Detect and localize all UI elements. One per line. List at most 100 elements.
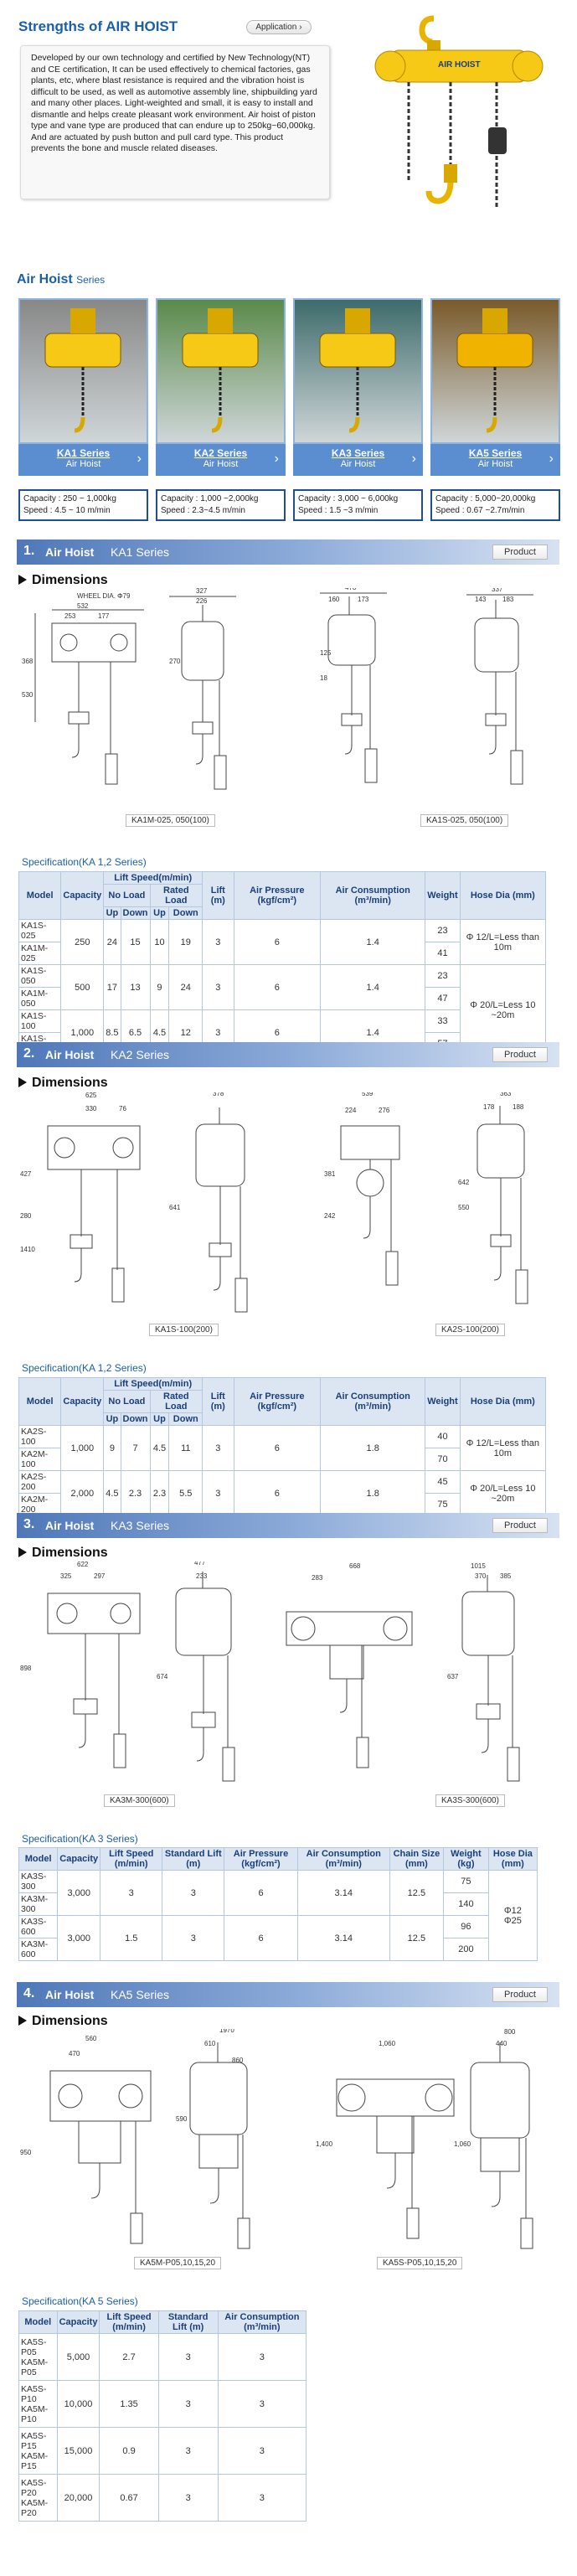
svg-text:280: 280 xyxy=(20,1212,32,1220)
table-cell: 6 xyxy=(233,919,322,965)
svg-text:560: 560 xyxy=(85,2035,97,2042)
table-cell: 40 xyxy=(425,1425,461,1448)
table-cell: 5.5 xyxy=(168,1470,203,1516)
table-cell: 12.5 xyxy=(389,1915,445,1961)
svg-text:478: 478 xyxy=(345,588,357,591)
series-photo[interactable] xyxy=(293,298,423,444)
table-cell: 3 xyxy=(162,1915,225,1961)
table-cell: 10,000 xyxy=(56,2380,100,2428)
svg-text:125: 125 xyxy=(320,649,332,657)
table-cell: 3 xyxy=(202,1470,234,1516)
svg-text:233: 233 xyxy=(196,1572,208,1580)
page-title: Strengths of AIR HOIST xyxy=(18,18,178,34)
product-button[interactable]: Product xyxy=(492,1047,548,1062)
series-capacity: Capacity : 250 ~ 1,000kg xyxy=(23,494,116,503)
table-header: Lift Speed (m/min) xyxy=(100,1847,163,1871)
table-cell: 10 xyxy=(149,919,170,965)
table-cell: 75 xyxy=(443,1870,489,1893)
svg-text:270: 270 xyxy=(169,658,181,665)
series-photo[interactable] xyxy=(18,298,148,444)
table-header: Weight xyxy=(425,1377,461,1426)
table-header: No Load xyxy=(103,1390,151,1413)
series-photo[interactable] xyxy=(156,298,286,444)
table-cell: 9 xyxy=(149,964,170,1010)
svg-text:539: 539 xyxy=(362,1092,374,1097)
series-speed: Speed : 4.5 ~ 10 m/min xyxy=(23,506,111,515)
series-name[interactable]: KA5 Series xyxy=(468,447,523,459)
series-name[interactable]: KA2 Series xyxy=(193,447,248,459)
table-header: Up xyxy=(149,1412,170,1426)
svg-text:1,060: 1,060 xyxy=(379,2040,396,2047)
table-cell: KA2M-100 xyxy=(18,1448,62,1471)
table-cell: 3,000 xyxy=(57,1870,101,1916)
triangle-icon xyxy=(18,1077,27,1087)
figure-caption: KA3S-300(600) xyxy=(435,1794,505,1807)
table-cell: 15,000 xyxy=(56,2427,100,2475)
svg-text:276: 276 xyxy=(379,1107,390,1114)
svg-text:325: 325 xyxy=(60,1572,72,1580)
svg-text:WHEEL DIA. Φ79: WHEEL DIA. Φ79 xyxy=(77,592,131,600)
series-photo[interactable] xyxy=(430,298,560,444)
table-cell: 500 xyxy=(60,964,105,1010)
product-button[interactable]: Product xyxy=(492,545,548,560)
table-cell: Φ 20/L=Less 10 ~20m xyxy=(459,964,547,1056)
table-header: Down xyxy=(120,906,151,920)
table-cell: 41 xyxy=(425,942,461,965)
svg-text:1410: 1410 xyxy=(20,1246,35,1253)
svg-text:160: 160 xyxy=(328,596,340,603)
table-cell: 13 xyxy=(120,964,151,1010)
table-cell: 6 xyxy=(233,1425,322,1471)
svg-text:532: 532 xyxy=(77,602,89,610)
product-button[interactable]: Product xyxy=(492,1518,548,1533)
series-speed: Speed : 0.67 ~2.7m/min xyxy=(435,506,525,515)
product-button[interactable]: Product xyxy=(492,1987,548,2002)
table-cell: KA1S-050 xyxy=(18,964,62,988)
table-cell: 3 xyxy=(157,2427,219,2475)
table-header: Lift Speed(m/min) xyxy=(103,871,203,885)
table-header: Model xyxy=(18,871,62,920)
table-header: Standard Lift (m) xyxy=(162,1847,225,1871)
table-header: Up xyxy=(103,906,121,920)
series-capacity: Capacity : 1,000 ~2,000kg xyxy=(161,494,259,503)
table-cell: KA2S-200 xyxy=(18,1470,62,1494)
table-header: Air Consumption (m³/min) xyxy=(296,1847,390,1871)
series-title: Air Hoist Series xyxy=(17,272,106,287)
svg-text:224: 224 xyxy=(345,1107,357,1114)
table-header: Down xyxy=(120,1412,151,1426)
table-cell: 1,000 xyxy=(60,1425,105,1471)
table-header: Weight xyxy=(425,871,461,920)
table-cell: 24 xyxy=(168,964,203,1010)
dimensions-heading: Dimensions xyxy=(18,1076,108,1091)
table-header: Hose Dia (mm) xyxy=(459,1377,547,1426)
table-header: Air Consumption (m³/min) xyxy=(320,871,426,920)
series-name[interactable]: KA1 Series xyxy=(56,447,111,459)
table-cell: KA3M-600 xyxy=(18,1938,59,1961)
table-cell: 3,000 xyxy=(57,1915,101,1961)
table-cell: 3 xyxy=(217,2380,307,2428)
series-capacity: Capacity : 5,000~20,000kg xyxy=(435,494,536,503)
application-button[interactable]: Application› xyxy=(246,20,312,34)
table-cell: 47 xyxy=(425,987,461,1010)
series-name[interactable]: KA3 Series xyxy=(331,447,385,459)
